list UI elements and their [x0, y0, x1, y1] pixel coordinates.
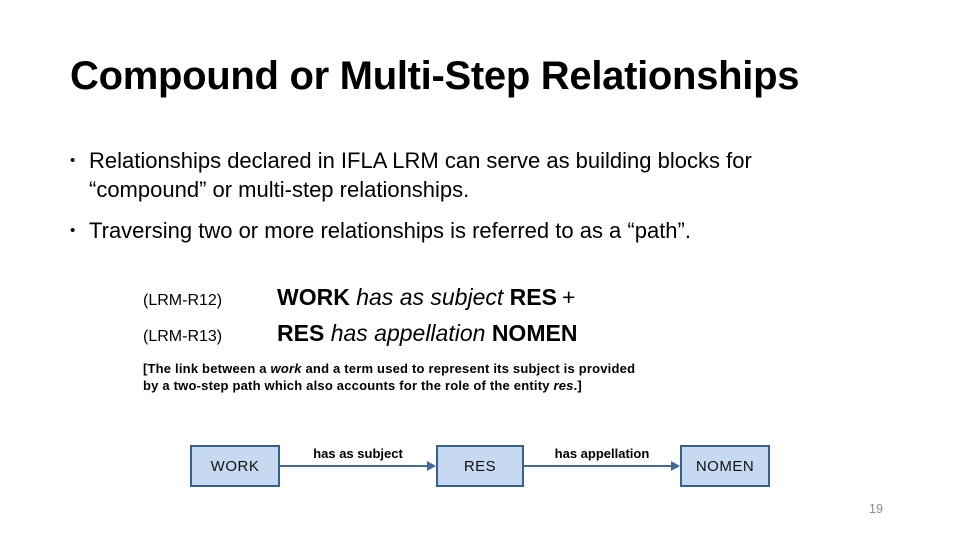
diagram-node-work: WORK — [190, 445, 280, 487]
note-line1-post: and a term used to represent its subject… — [301, 361, 636, 376]
diagram-arrowhead-icon — [671, 461, 680, 471]
diagram-node-label: WORK — [210, 457, 260, 475]
lrm-predicate: has as subject — [356, 284, 504, 310]
lrm-label: (LRM-R13) — [143, 328, 223, 345]
lrm-object: RES — [509, 284, 557, 310]
diagram-edge-label: has as subject — [313, 446, 403, 461]
lrm-object: NOMEN — [491, 320, 578, 346]
lrm-statement-row: (LRM-R13) RES has appellation NOMEN — [143, 320, 582, 347]
bullet-text: Relationships declared in IFLA LRM can s… — [89, 148, 752, 202]
note-line2-post: .] — [573, 378, 582, 393]
diagram-arrowhead-icon — [427, 461, 436, 471]
lrm-statements: (LRM-R12) WORK has as subject RES+ (LRM-… — [143, 284, 582, 347]
note-text: [The link between a work and a term used… — [143, 360, 635, 394]
note-line1-emphasis: work — [270, 361, 302, 376]
lrm-label: (LRM-R12) — [143, 292, 223, 309]
lrm-statement: RES has appellation NOMEN — [277, 320, 582, 347]
lrm-subject: RES — [277, 320, 325, 346]
lrm-predicate: has appellation — [330, 320, 486, 346]
slide-title: Compound or Multi-Step Relationships — [70, 54, 800, 98]
note-line2-pre: by a two-step path which also accounts f… — [143, 378, 554, 393]
note-line2-emphasis: res — [553, 378, 574, 393]
lrm-suffix: + — [561, 284, 576, 310]
diagram-node-label: RES — [463, 457, 497, 475]
page-number: 19 — [869, 502, 883, 516]
diagram-arrow-line — [524, 465, 673, 467]
lrm-statement-row: (LRM-R12) WORK has as subject RES+ — [143, 284, 582, 311]
diagram-arrow-line — [280, 465, 429, 467]
lrm-subject: WORK — [277, 284, 350, 310]
bullet-item: • Traversing two or more relationships i… — [70, 216, 860, 245]
bullet-text: Traversing two or more relationships is … — [89, 218, 691, 243]
diagram-edge-label: has appellation — [554, 446, 650, 461]
diagram-node-nomen: NOMEN — [680, 445, 770, 487]
bullet-item: • Relationships declared in IFLA LRM can… — [70, 146, 860, 204]
note-line1-pre: [The link between a — [143, 361, 271, 376]
lrm-statement: WORK has as subject RES+ — [277, 284, 575, 311]
diagram-node-label: NOMEN — [695, 457, 755, 475]
bullet-marker: • — [70, 222, 76, 239]
diagram-node-res: RES — [436, 445, 524, 487]
bullet-list: • Relationships declared in IFLA LRM can… — [70, 146, 860, 245]
bullet-marker: • — [70, 152, 76, 169]
